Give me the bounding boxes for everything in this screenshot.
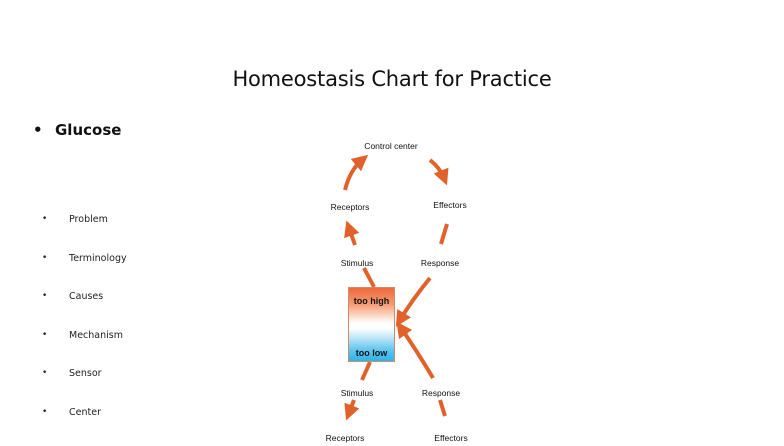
label-response-lower: Response	[421, 388, 461, 398]
arrow-receptors-to-control-center-icon	[343, 154, 369, 191]
bullet-icon: •	[42, 406, 48, 417]
arrow-lower-stimulus-to-receptors-icon	[344, 399, 360, 421]
label-receptors-upper: Receptors	[330, 202, 370, 212]
list-item-label: Center	[69, 406, 101, 418]
bullet-icon: •	[42, 252, 48, 263]
list-item-label: Mechanism	[69, 329, 123, 341]
list-item-label: Sensor	[69, 368, 102, 380]
list-item-label: Causes	[69, 291, 104, 303]
glucose-level-gauge: too high too low	[348, 287, 395, 362]
topic-bullet-glucose: • Glucose	[33, 121, 121, 139]
bullet-icon: •	[42, 291, 48, 302]
line-lower-response-to-effectors-icon	[438, 399, 447, 417]
arrow-response-to-gauge-lower-icon	[396, 321, 435, 380]
slide-title: Homeostasis Chart for Practice	[232, 67, 552, 91]
label-response-upper: Response	[420, 258, 460, 268]
list-item-label: Problem	[69, 214, 108, 225]
gauge-too-high-label: too high	[353, 296, 390, 306]
arrow-stimulus-to-receptors-icon	[344, 220, 360, 246]
label-receptors-lower: Receptors	[325, 433, 365, 443]
arrow-response-to-gauge-upper-icon	[395, 276, 432, 327]
bullet-icon: •	[42, 368, 48, 379]
label-effectors-upper: Effectors	[433, 200, 467, 210]
label-stimulus-upper: Stimulus	[340, 258, 374, 268]
bullet-icon: •	[33, 121, 43, 139]
label-control-center: Control center	[364, 141, 418, 151]
label-effectors-lower: Effectors	[434, 433, 468, 443]
bullet-icon: •	[42, 329, 48, 340]
list-item-label: Terminology	[69, 252, 127, 264]
line-gauge-to-lower-stimulus-icon	[360, 361, 372, 381]
line-effectors-to-response-icon	[439, 223, 449, 245]
line-gauge-to-stimulus-icon	[362, 267, 376, 288]
bullet-icon: •	[42, 214, 48, 224]
topic-label: Glucose	[55, 121, 122, 139]
label-stimulus-lower: Stimulus	[340, 388, 374, 398]
gauge-too-low-label: too low	[355, 348, 388, 358]
arrow-control-center-to-effectors-icon	[428, 158, 449, 186]
